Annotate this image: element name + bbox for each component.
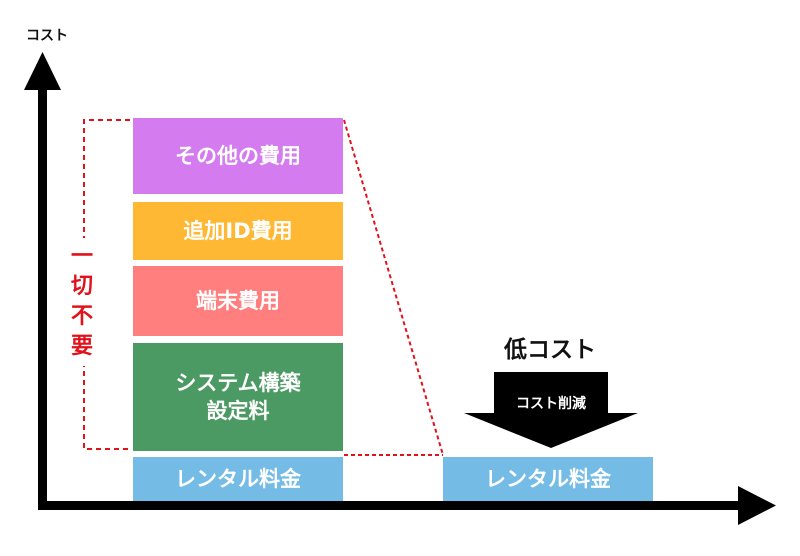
y-axis-label: コスト	[26, 28, 68, 44]
not-required-char-4: 要	[70, 334, 93, 359]
not-required-char-1: 一	[70, 244, 93, 269]
system-setup-line1: システム構築	[175, 370, 301, 395]
block-device-cost: 端末費用	[133, 266, 343, 336]
not-required-char-2: 切	[70, 274, 93, 299]
block-system-setup-fee: システム構築 設定料	[133, 343, 343, 451]
y-axis-line	[38, 80, 47, 510]
dashed-connector-top	[343, 119, 444, 456]
block-rental-fee-right: レンタル料金	[443, 457, 653, 501]
y-axis-arrowhead	[24, 52, 61, 90]
cost-reduction-arrow	[464, 372, 638, 448]
system-setup-line2: 設定料	[206, 399, 270, 423]
block-additional-id-cost: 追加ID費用	[133, 202, 343, 260]
not-required-label: 一 切 不 要	[62, 238, 102, 366]
low-cost-title: 低コスト	[504, 337, 596, 363]
x-axis-arrowhead	[738, 486, 776, 525]
block-other-costs: その他の費用	[133, 118, 343, 194]
block-rental-fee-left: レンタル料金	[133, 457, 343, 501]
not-required-char-3: 不	[70, 304, 93, 329]
cost-reduction-label: コスト削減	[516, 396, 586, 412]
x-axis-line	[38, 501, 748, 510]
